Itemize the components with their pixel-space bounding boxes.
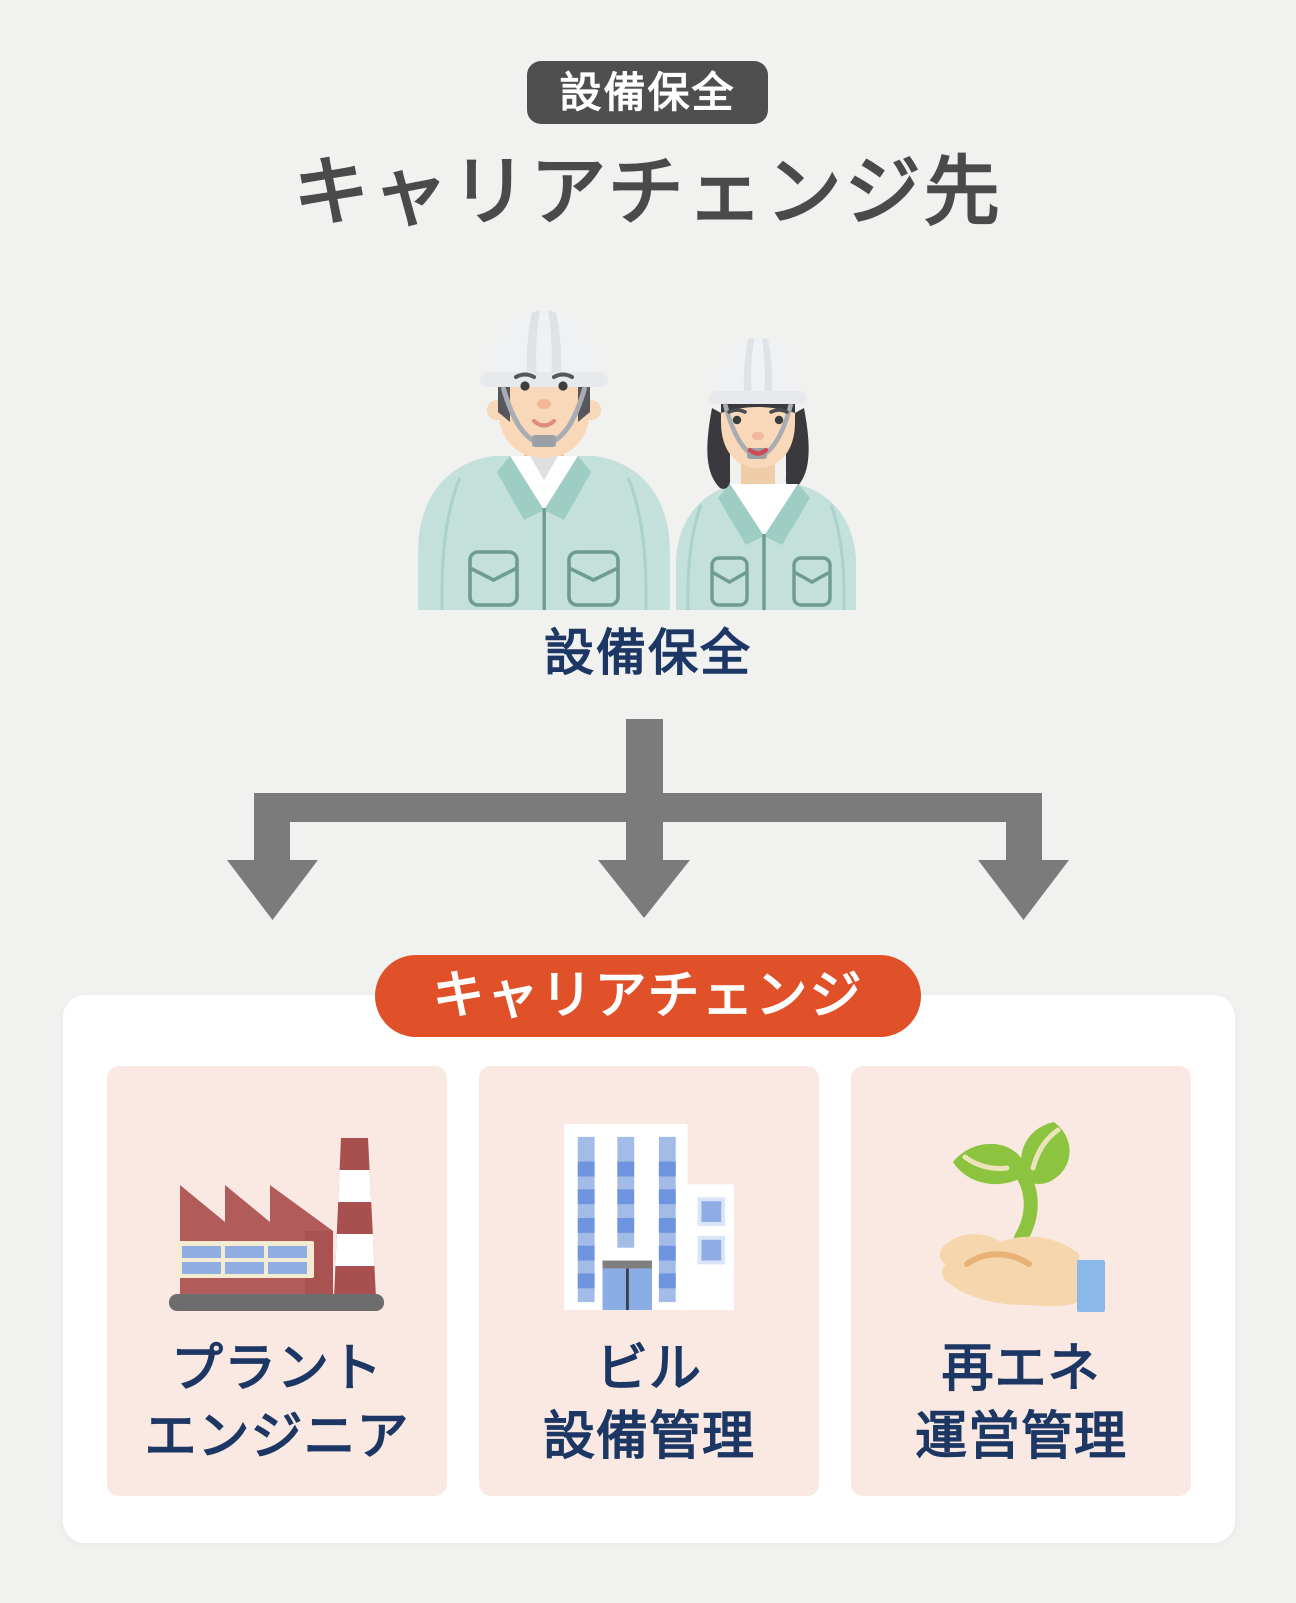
option-card-plant-engineer: プラント エンジニア [107, 1066, 447, 1496]
option-label: プラント エンジニア [144, 1339, 410, 1467]
building-icon [479, 1112, 819, 1312]
option-label: 再エネ 運営管理 [914, 1339, 1127, 1467]
career-options-panel: プラント エンジニア [63, 995, 1235, 1543]
maintenance-workers-illustration [418, 310, 856, 610]
option-card-renewable-energy: 再エネ 運営管理 [851, 1066, 1191, 1496]
option-label: ビル 設備管理 [542, 1339, 755, 1467]
source-role-label: 設備保全 [544, 624, 752, 682]
worker-man-figure [418, 310, 670, 610]
worker-woman-figure [676, 338, 856, 610]
sprout-hand-icon [851, 1112, 1191, 1312]
option-card-building-management: ビル 設備管理 [479, 1066, 819, 1496]
career-change-badge: キャリアチェンジ [375, 955, 921, 1037]
branch-arrow-icon [227, 719, 1069, 920]
factory-icon [107, 1112, 447, 1312]
page-title: キャリアチェンジ先 [293, 147, 1003, 236]
category-badge: 設備保全 [527, 61, 768, 124]
career-options-row: プラント エンジニア [63, 1066, 1235, 1496]
